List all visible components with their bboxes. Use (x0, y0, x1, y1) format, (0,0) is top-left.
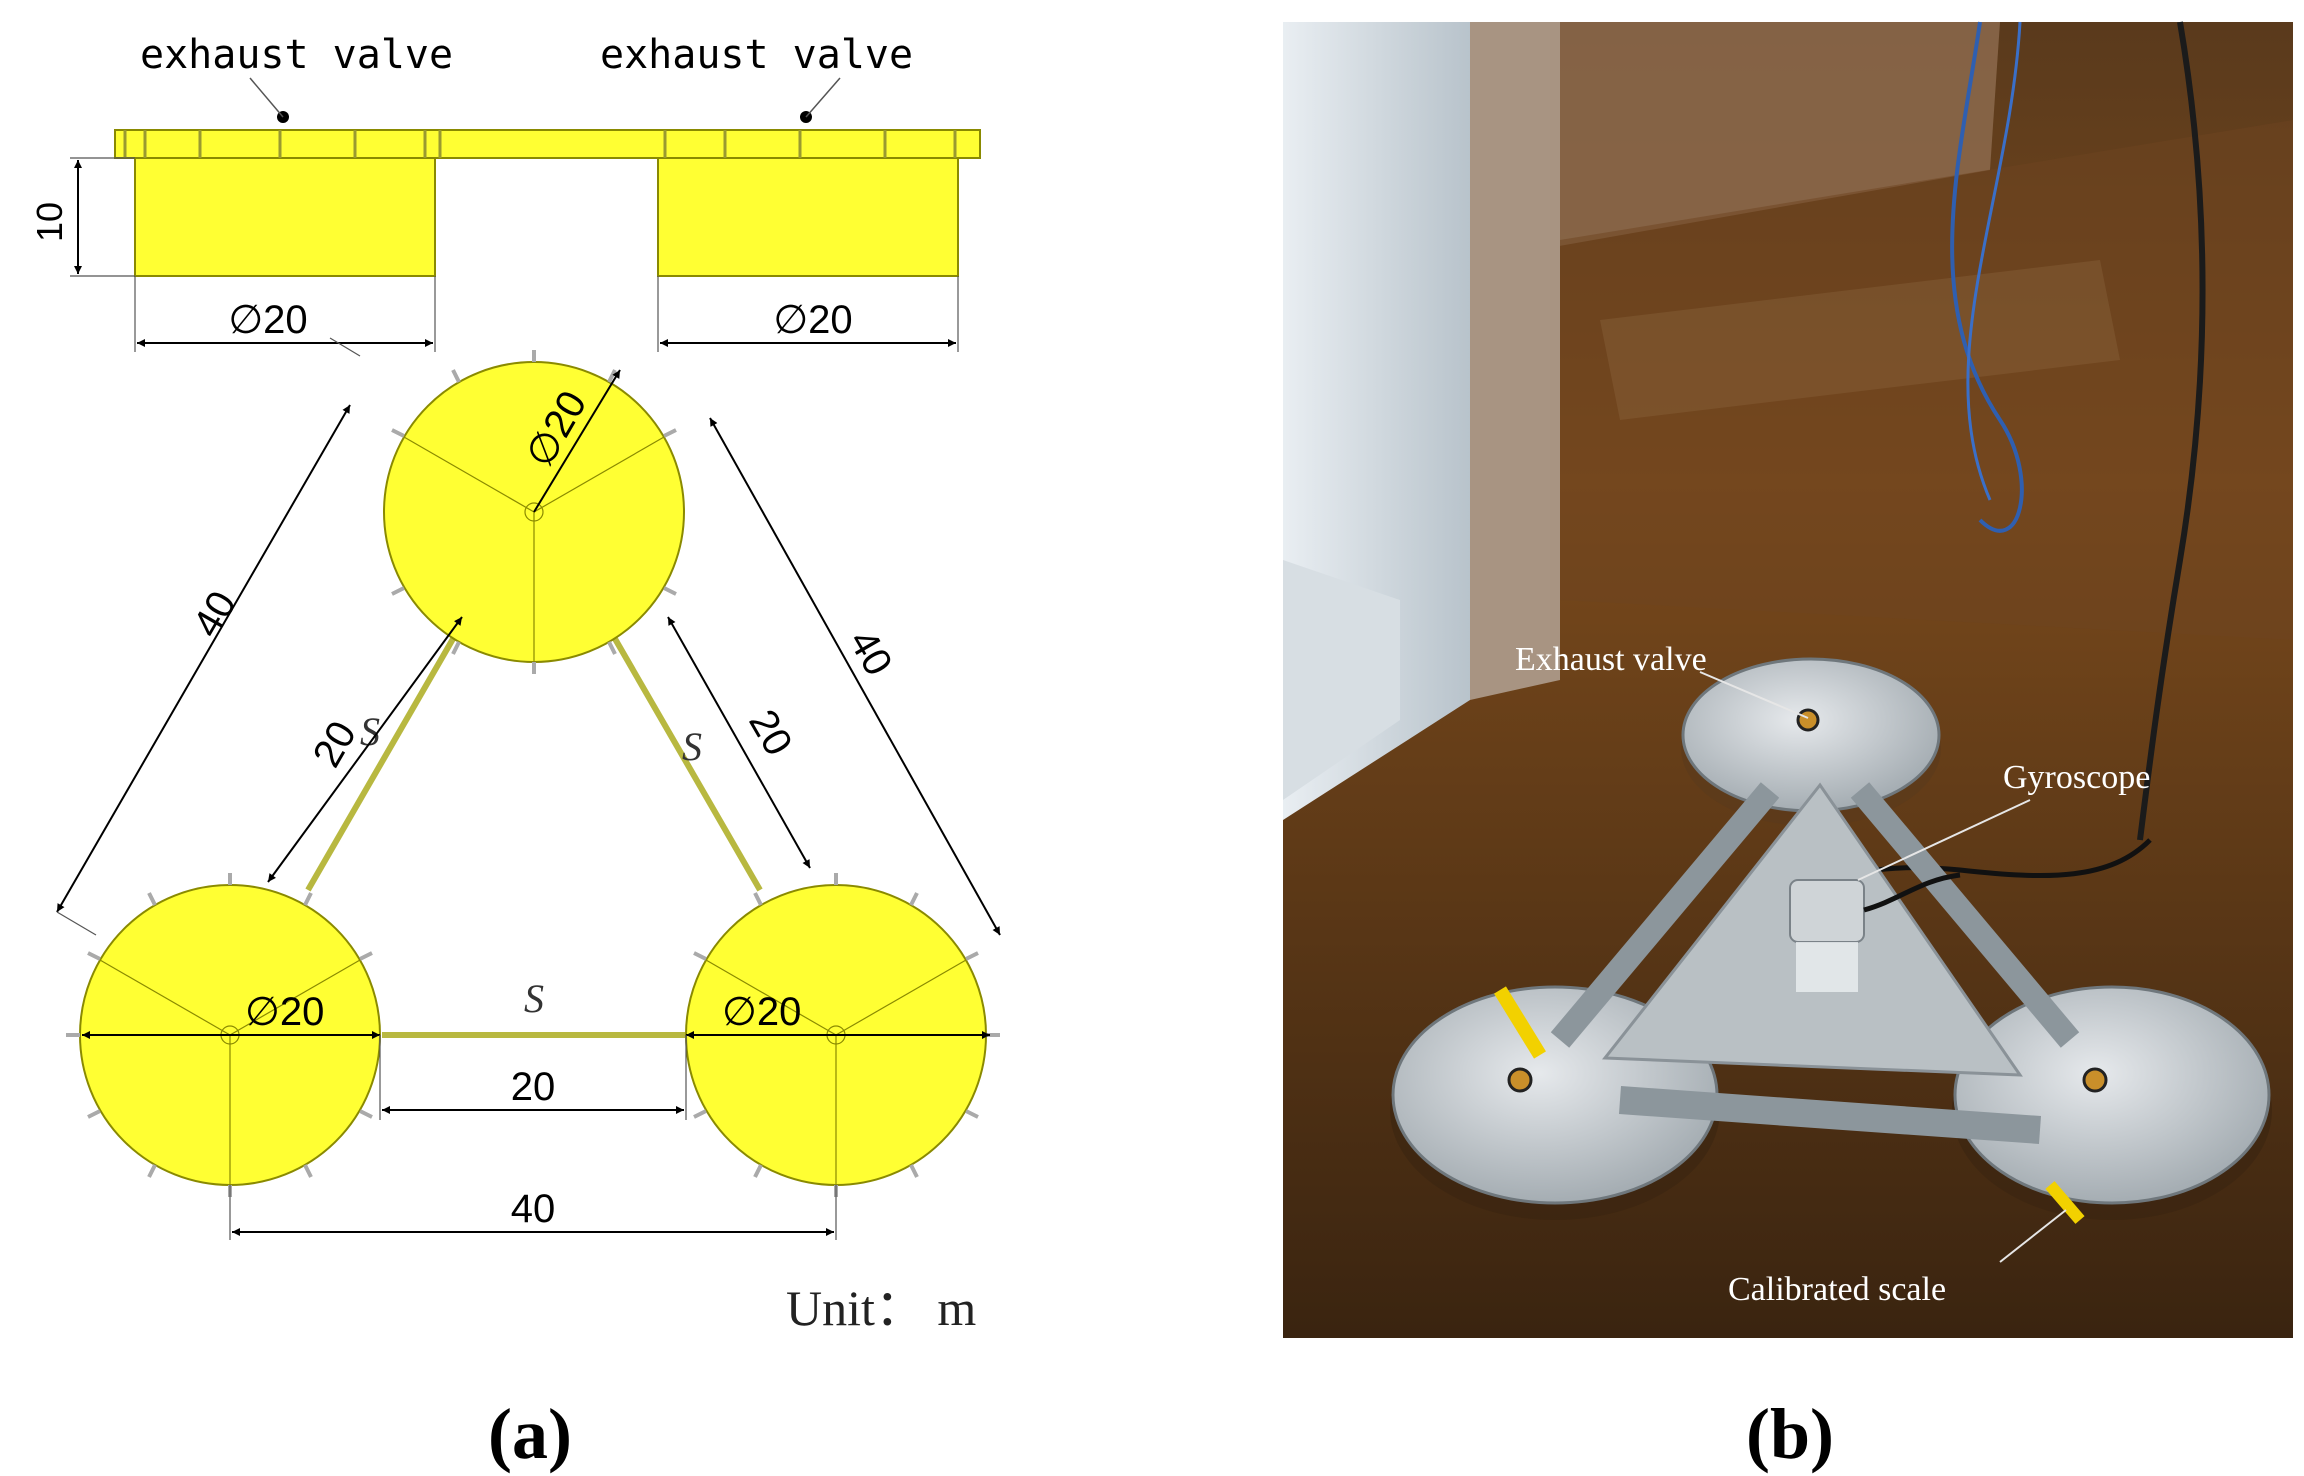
label-exhaust-valve: Exhaust valve (1515, 641, 1707, 678)
deck-plate (114, 129, 981, 159)
diam-label-left: ∅20 (228, 298, 307, 342)
caption-a: (a) (488, 1394, 572, 1474)
outer-dim-right (709, 417, 1001, 936)
outer-dim-left (56, 404, 351, 913)
diam-label-left-plan: ∅20 (245, 990, 324, 1034)
diam-label-right: ∅20 (773, 298, 852, 342)
gyroscope-body (1789, 879, 1865, 943)
experiment-photo (1283, 21, 2293, 1338)
diam-label-right-plan: ∅20 (722, 990, 801, 1034)
label-calibrated-scale: Calibrated scale (1728, 1271, 1946, 1308)
outer-label-right: 40 (840, 623, 900, 684)
inner-label-right: 20 (740, 703, 800, 764)
plan-view: ∅20 ∅20 ∅20 S S S 40 40 20 20 2 (56, 337, 1001, 1336)
unit-label: Unit： m (786, 1280, 976, 1336)
valve-label-left: exhaust valve (140, 32, 453, 78)
float-right-side (657, 157, 959, 277)
diam-arrow-top (533, 369, 621, 513)
outer-label-left: 40 (185, 584, 245, 645)
float-left-side (134, 157, 436, 277)
panel-b: Exhaust valve Gyroscope Calibrated scale… (1283, 21, 2293, 1474)
inner-dim-right (667, 616, 811, 869)
spacing-label-bottom: S (524, 976, 544, 1021)
bolt-marks (123, 130, 957, 158)
center-label-bottom: 40 (511, 1187, 556, 1231)
side-view: exhaust valve exhaust valve 10 ∅20 ∅20 (29, 32, 981, 352)
gap-label-bottom: 20 (511, 1065, 556, 1109)
valve-label-right: exhaust valve (600, 32, 913, 78)
panel-a: exhaust valve exhaust valve 10 ∅20 ∅20 (29, 32, 1001, 1474)
caption-b: (b) (1746, 1394, 1834, 1474)
inner-label-left: 20 (305, 714, 365, 775)
height-dim-label: 10 (29, 202, 70, 242)
label-gyroscope: Gyroscope (2003, 759, 2150, 796)
spacing-label-right: S (682, 724, 702, 769)
inner-dim-left (267, 616, 463, 883)
